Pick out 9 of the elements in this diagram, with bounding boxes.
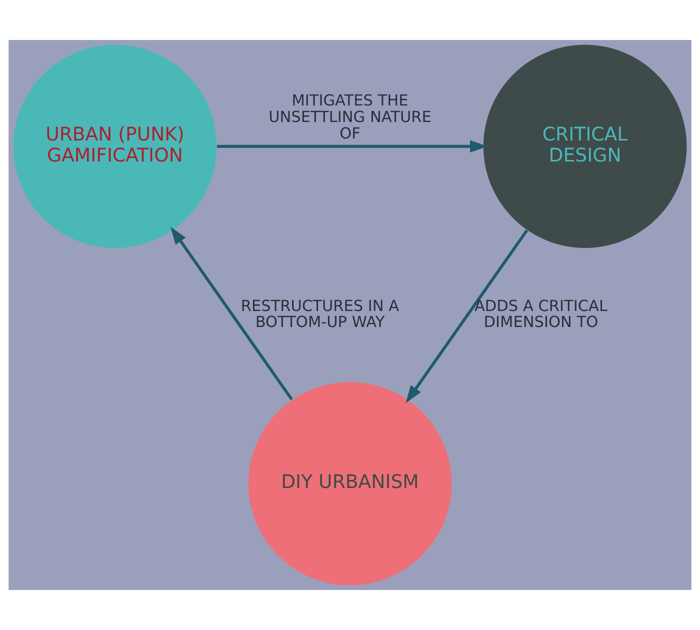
arrow: [216, 140, 488, 153]
node-circle: URBAN (PUNK) GAMIFICATION: [13, 44, 217, 248]
node-circle: CRITICAL DESIGN: [483, 44, 687, 248]
arrow: [170, 226, 293, 400]
node-circle: DIY URBANISM: [248, 382, 452, 586]
edge-label: ADDS A CRITICAL DIMENSION TO: [474, 296, 608, 332]
edge-label: MITIGATES THE UNSETTLING NATURE OF: [268, 92, 432, 143]
edge-label: RESTRUCTURES IN A BOTTOM-UP WAY: [240, 296, 400, 332]
arrow: [406, 229, 528, 404]
